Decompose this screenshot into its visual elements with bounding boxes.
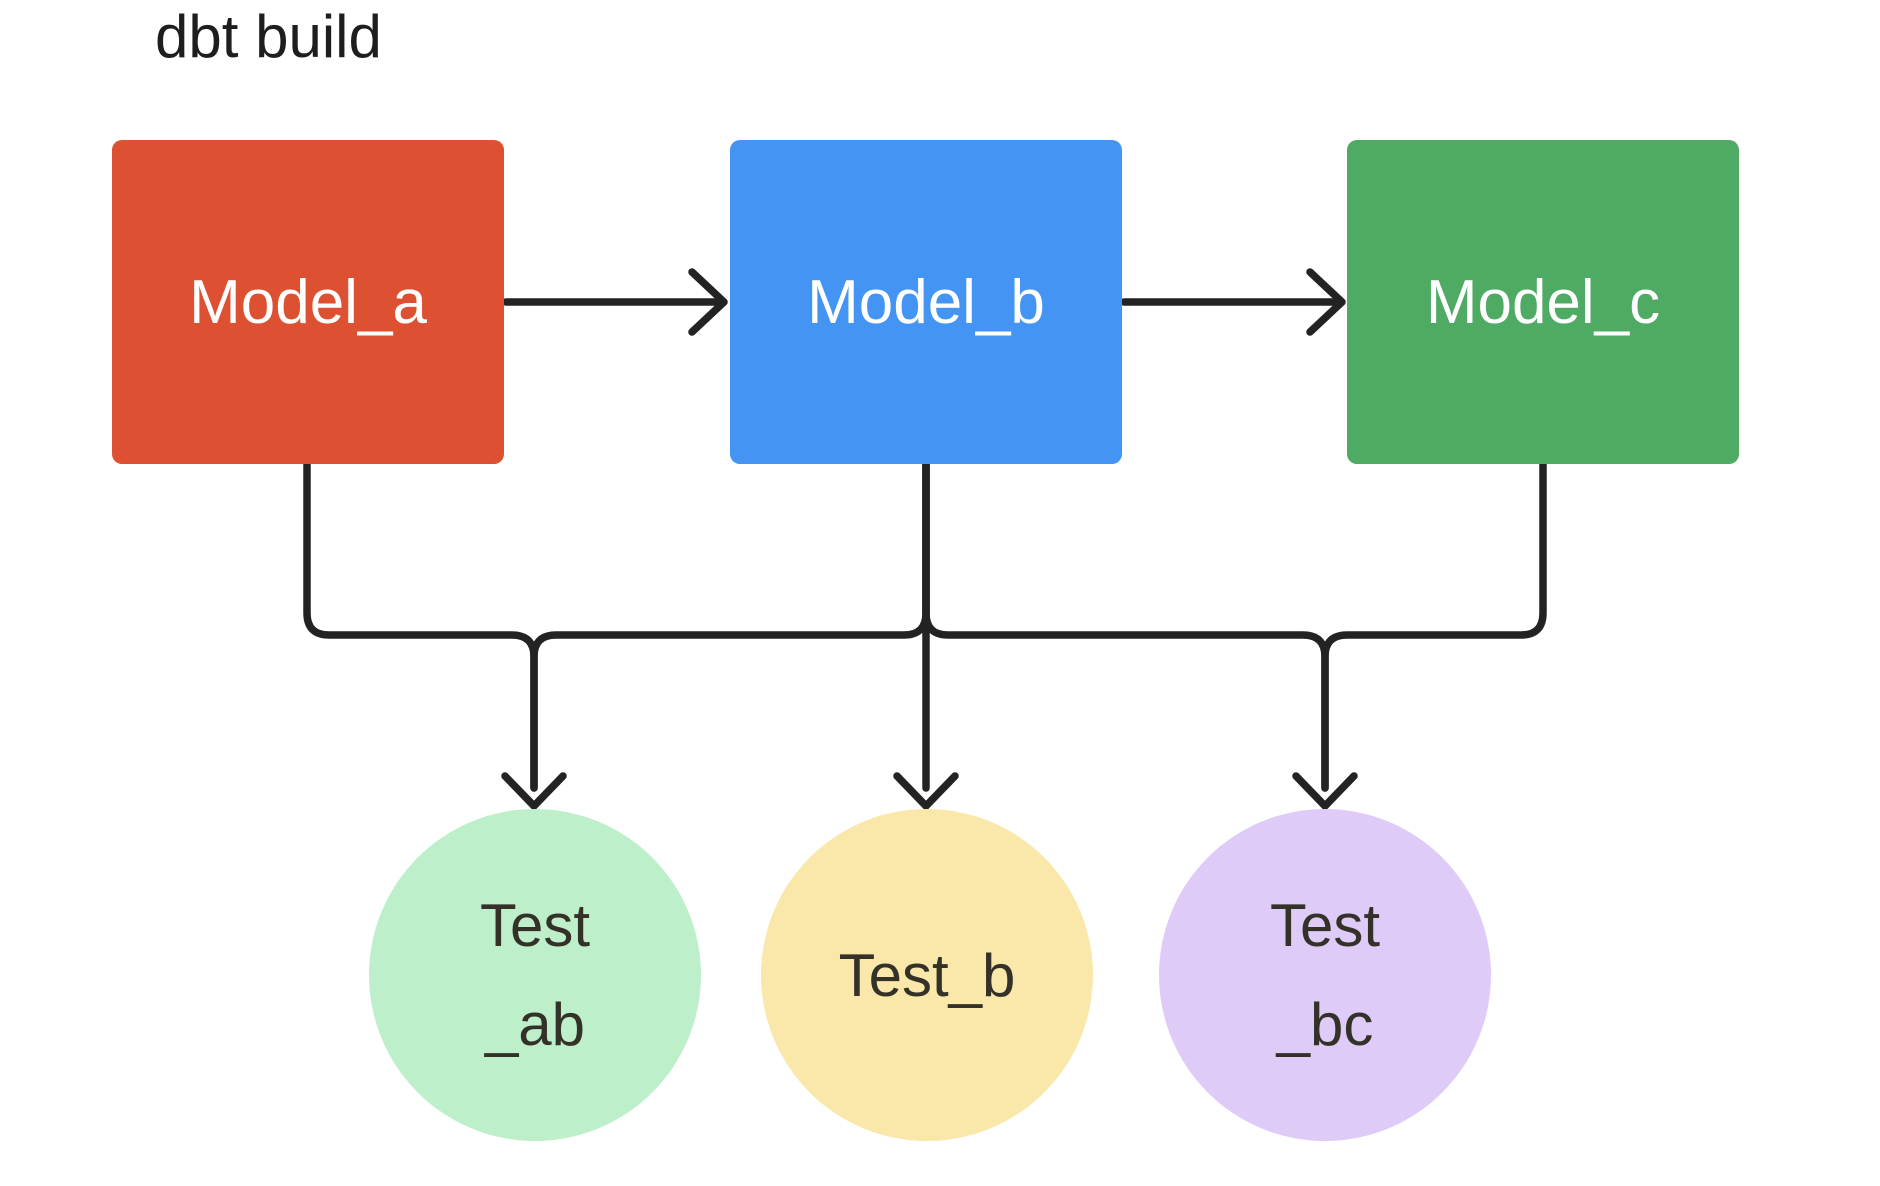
edge-model-b-test-bc bbox=[922, 460, 1329, 792]
node-test-b-label-line1: Test_b bbox=[838, 941, 1016, 1009]
arrowhead-model-c-icon bbox=[1306, 268, 1346, 336]
node-test-bc: Test _bc bbox=[1159, 809, 1491, 1141]
diagram-title: dbt build bbox=[155, 3, 382, 70]
arrowhead-test-bc-icon bbox=[1292, 772, 1358, 810]
edge-model-b-test-ab bbox=[530, 460, 930, 792]
node-test-b-label: Test_b bbox=[839, 926, 1016, 1025]
node-test-b: Test_b bbox=[761, 809, 1093, 1141]
arrowhead-model-b-icon bbox=[688, 268, 728, 336]
node-model-c: Model_c bbox=[1347, 140, 1739, 464]
node-test-ab-label-line2: _ab bbox=[484, 991, 586, 1058]
node-model-a: Model_a bbox=[112, 140, 504, 464]
node-model-b: Model_b bbox=[730, 140, 1122, 464]
node-test-bc-label-line2: _bc bbox=[1276, 991, 1374, 1058]
node-model-c-label: Model_c bbox=[1425, 267, 1661, 337]
node-test-bc-label: Test _bc bbox=[1270, 876, 1380, 1074]
node-test-ab-label: Test _ab bbox=[480, 876, 590, 1074]
node-test-ab-label-line1: Test bbox=[479, 892, 591, 959]
edge-model-c-test-bc bbox=[1321, 460, 1547, 792]
arrowhead-test-ab-icon bbox=[501, 772, 567, 810]
node-test-ab: Test _ab bbox=[369, 809, 701, 1141]
edge-model-a-test-ab bbox=[303, 460, 538, 792]
node-test-bc-label-line1: Test bbox=[1269, 892, 1381, 959]
node-model-a-label: Model_a bbox=[189, 267, 427, 337]
arrowhead-test-b-icon bbox=[893, 772, 959, 810]
node-model-b-label: Model_b bbox=[807, 267, 1045, 337]
